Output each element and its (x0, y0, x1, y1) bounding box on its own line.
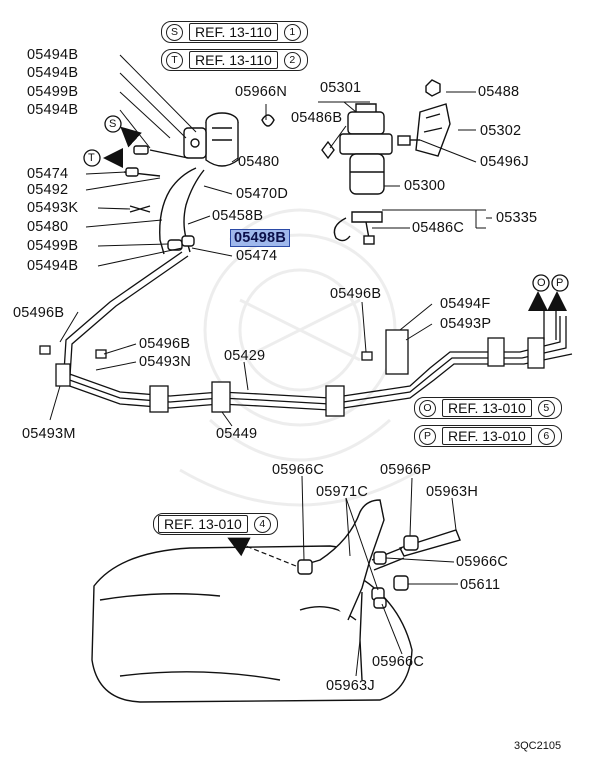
part-label-05496b-2[interactable]: 05496B (330, 286, 382, 302)
part-label-05966c-3[interactable]: 05966C (372, 654, 424, 670)
part-label-05302[interactable]: 05302 (480, 123, 522, 139)
part-label-05963h[interactable]: 05963H (426, 484, 478, 500)
part-label-05486c[interactable]: 05486C (412, 220, 464, 236)
arrow-letter-p: P (556, 277, 564, 289)
ref-letter-p: P (419, 427, 436, 445)
ref-text-s: REF. 13-110 (189, 23, 278, 41)
filler-hoses (297, 499, 461, 681)
part-label-05966c-2[interactable]: 05966C (456, 554, 508, 570)
part-label-05966p[interactable]: 05966P (380, 462, 432, 478)
ref-num-t: 2 (283, 51, 301, 69)
ref-letter-o: O (419, 399, 436, 417)
leader-lines-bottom (301, 475, 458, 677)
part-label-05496j[interactable]: 05496J (480, 154, 529, 170)
arrow-letter-t: T (88, 152, 95, 164)
part-label-05494b-3[interactable]: 05494B (27, 102, 79, 118)
arrow-letter-o: O (537, 277, 546, 289)
part-label-05966n[interactable]: 05966N (235, 84, 287, 100)
ref-num-s: 1 (283, 23, 301, 41)
fuel-filter-assembly (123, 112, 239, 255)
ref-tag-o[interactable]: O REF. 13-010 5 (414, 397, 562, 419)
ref-num-o: 5 (537, 399, 555, 417)
ref-text-4: REF. 13-010 (158, 515, 248, 533)
part-label-05496b-1[interactable]: 05496B (13, 305, 65, 321)
direction-arrows-s-t (103, 126, 142, 168)
part-label-05480-1[interactable]: 05480 (27, 219, 69, 235)
part-label-05301[interactable]: 05301 (320, 80, 362, 96)
part-label-05494b-4[interactable]: 05494B (27, 258, 79, 274)
part-label-05496b-3[interactable]: 05496B (139, 336, 191, 352)
part-label-05971c[interactable]: 05971C (316, 484, 368, 500)
ref-tag-4[interactable]: REF. 13-010 4 (153, 513, 278, 535)
part-label-05963j[interactable]: 05963J (326, 678, 375, 694)
part-label-05429[interactable]: 05429 (224, 348, 266, 364)
part-label-05966c-1[interactable]: 05966C (272, 462, 324, 478)
ref-letter-t: T (166, 51, 183, 69)
part-label-05499b-2[interactable]: 05499B (27, 238, 79, 254)
part-label-05494b-2[interactable]: 05494B (27, 65, 79, 81)
part-label-05494b-1[interactable]: 05494B (27, 47, 79, 63)
arrow-letter-s: S (109, 118, 117, 130)
leader-lines-middle (49, 301, 433, 427)
fuel-line-assembly (39, 251, 573, 417)
part-label-05493p[interactable]: 05493P (440, 316, 492, 332)
diagram-code: 3QC2105 (514, 740, 562, 752)
part-label-05474-2[interactable]: 05474 (236, 248, 278, 264)
part-label-05499b-1[interactable]: 05499B (27, 84, 79, 100)
ref-tag-s[interactable]: S REF. 13-110 1 (161, 21, 308, 43)
part-label-05300[interactable]: 05300 (404, 178, 446, 194)
part-label-05470d[interactable]: 05470D (236, 186, 288, 202)
part-label-05480-2[interactable]: 05480 (238, 154, 280, 170)
part-label-05449[interactable]: 05449 (216, 426, 258, 442)
part-label-05458b[interactable]: 05458B (212, 208, 264, 224)
ref-tag-t[interactable]: T REF. 13-110 2 (161, 49, 308, 71)
part-label-05493n[interactable]: 05493N (139, 354, 191, 370)
ref-text-p: REF. 13-010 (442, 427, 532, 445)
leader-lines-upper-right (265, 91, 492, 229)
part-label-05335[interactable]: 05335 (496, 210, 538, 226)
part-label-05493m[interactable]: 05493M (22, 426, 76, 442)
ref-letter-s: S (166, 23, 183, 41)
part-label-05492[interactable]: 05492 (27, 182, 69, 198)
direction-arrows-o-p (528, 291, 567, 311)
part-label-05493k[interactable]: 05493K (27, 200, 79, 216)
part-label-05498b-highlighted[interactable]: 05498B (230, 229, 290, 247)
ref-num-p: 6 (537, 427, 555, 445)
part-label-05488[interactable]: 05488 (478, 84, 520, 100)
ref-text-o: REF. 13-010 (442, 399, 532, 417)
part-label-05611[interactable]: 05611 (460, 577, 501, 593)
pump-assembly (261, 79, 451, 245)
ref-num-4: 4 (253, 515, 271, 533)
part-label-05486b[interactable]: 05486B (291, 110, 343, 126)
arrow-letter-circles (83, 115, 569, 292)
part-label-05474-1[interactable]: 05474 (27, 166, 69, 182)
ref-tag-p[interactable]: P REF. 13-010 6 (414, 425, 562, 447)
part-label-05494f[interactable]: 05494F (440, 296, 491, 312)
ref-text-t: REF. 13-110 (189, 51, 278, 69)
ref4-arrow (227, 537, 297, 567)
watermark-emblem (179, 208, 421, 507)
